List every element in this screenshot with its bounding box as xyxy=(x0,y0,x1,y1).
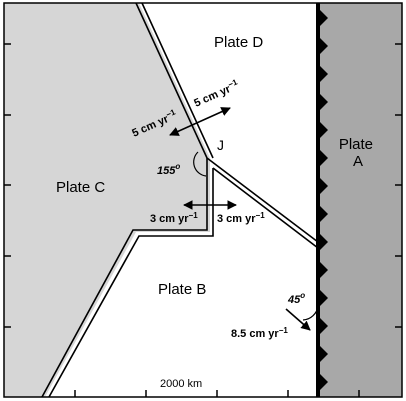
trench-angle-label: 45o xyxy=(287,291,305,306)
junction-angle-label: 155o xyxy=(157,162,180,177)
rate-label-bc-left: 3 cm yr−1 xyxy=(150,211,198,225)
frame xyxy=(3,2,403,398)
arrow-a-b-convergence xyxy=(285,308,311,331)
rate-label-ab: 8.5 cm yr−1 xyxy=(231,326,288,340)
trench-angle-arc xyxy=(302,305,319,321)
junction-label: J xyxy=(217,137,224,153)
plate-c-region xyxy=(4,3,210,397)
plate-a-label: Plate A xyxy=(339,136,377,170)
plate-d-label: Plate D xyxy=(214,34,263,51)
trench-line xyxy=(316,3,320,397)
plate-b-label: Plate B xyxy=(158,281,206,298)
junction-angle-arc xyxy=(193,151,207,177)
frame-ticks xyxy=(4,43,402,397)
rate-label-bc-right: 3 cm yr−1 xyxy=(217,211,265,225)
trench-teeth xyxy=(320,10,328,390)
ridge-b-d xyxy=(206,157,319,249)
arrow-c-d-spreading xyxy=(169,107,231,136)
plate-c-label: Plate C xyxy=(56,179,105,196)
plate-a-region xyxy=(318,3,402,397)
rate-label-cd-right: 5 cm yr−1 xyxy=(192,77,242,109)
scale-label: 2000 km xyxy=(160,378,202,390)
